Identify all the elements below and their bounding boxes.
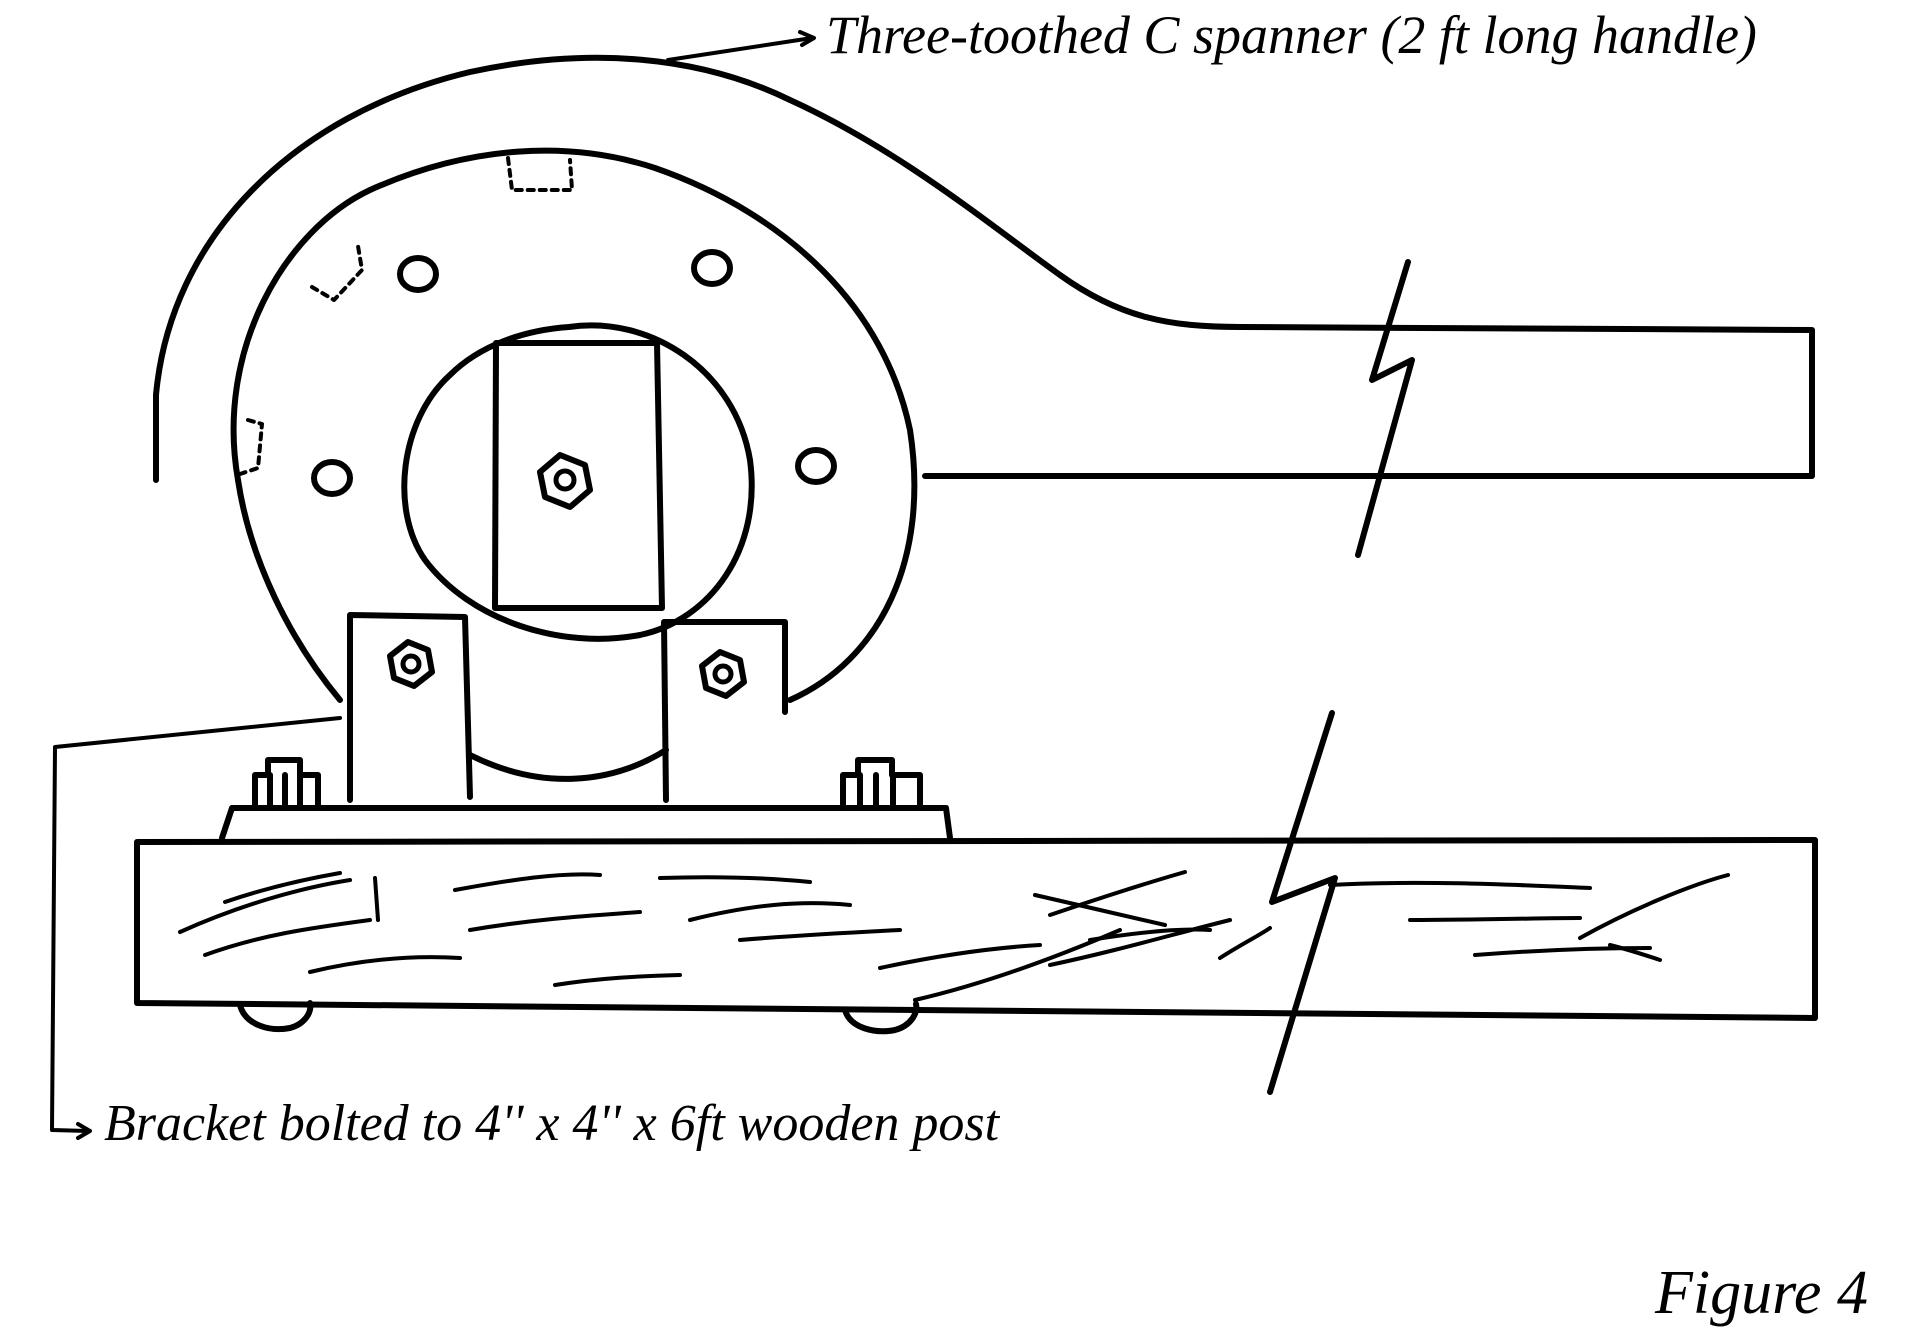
bracket-left-upright [347, 612, 473, 803]
bolt-hole [311, 459, 353, 497]
post-foot-right [842, 1001, 920, 1035]
wood-grain [178, 870, 1730, 1002]
spanner-outline [153, 54, 1815, 483]
tooth-recess-upper-left [310, 244, 364, 302]
bolt-hole [795, 447, 837, 485]
flange-disc [230, 147, 918, 703]
base-bolt-left-icon [252, 757, 321, 811]
bracket-right-upright [661, 619, 788, 803]
post-foot-left [237, 1000, 314, 1033]
wooden-post [134, 837, 1818, 1021]
tooth-recess-top [506, 156, 574, 192]
pivot-nut-left-icon [387, 639, 435, 689]
shaft-block [492, 340, 665, 611]
figure-caption: Figure 4 [1655, 1259, 1868, 1327]
base-bolt-right-icon [840, 757, 923, 811]
bracket-leader-arrow [76, 1122, 92, 1140]
bolt-hole [397, 255, 439, 293]
post-break-mark [1267, 710, 1338, 1095]
handle-break-mark [1355, 259, 1415, 558]
bracket-cradle [467, 747, 669, 782]
spanner-label: Three-toothed C spanner (2 ft long handl… [826, 5, 1757, 65]
flange-lower-edge [235, 477, 343, 703]
tooth-recess-left [238, 418, 264, 476]
bolt-hole [691, 249, 733, 287]
pivot-nut-left-bore [400, 653, 422, 675]
bracket-leader-line [50, 716, 342, 1133]
pivot-nut-right-icon [699, 649, 747, 699]
center-nut-bore [553, 468, 577, 492]
spanner-leader-line [666, 36, 814, 62]
bracket-base-plate [219, 805, 953, 841]
bracket-label: Bracket bolted to 4'' x 4'' x 6ft wooden… [104, 1095, 1000, 1152]
center-nut-icon [537, 452, 593, 510]
pivot-nut-right-bore [712, 663, 734, 685]
spanner-leader-arrow [798, 30, 816, 47]
hub-circle [401, 322, 755, 642]
